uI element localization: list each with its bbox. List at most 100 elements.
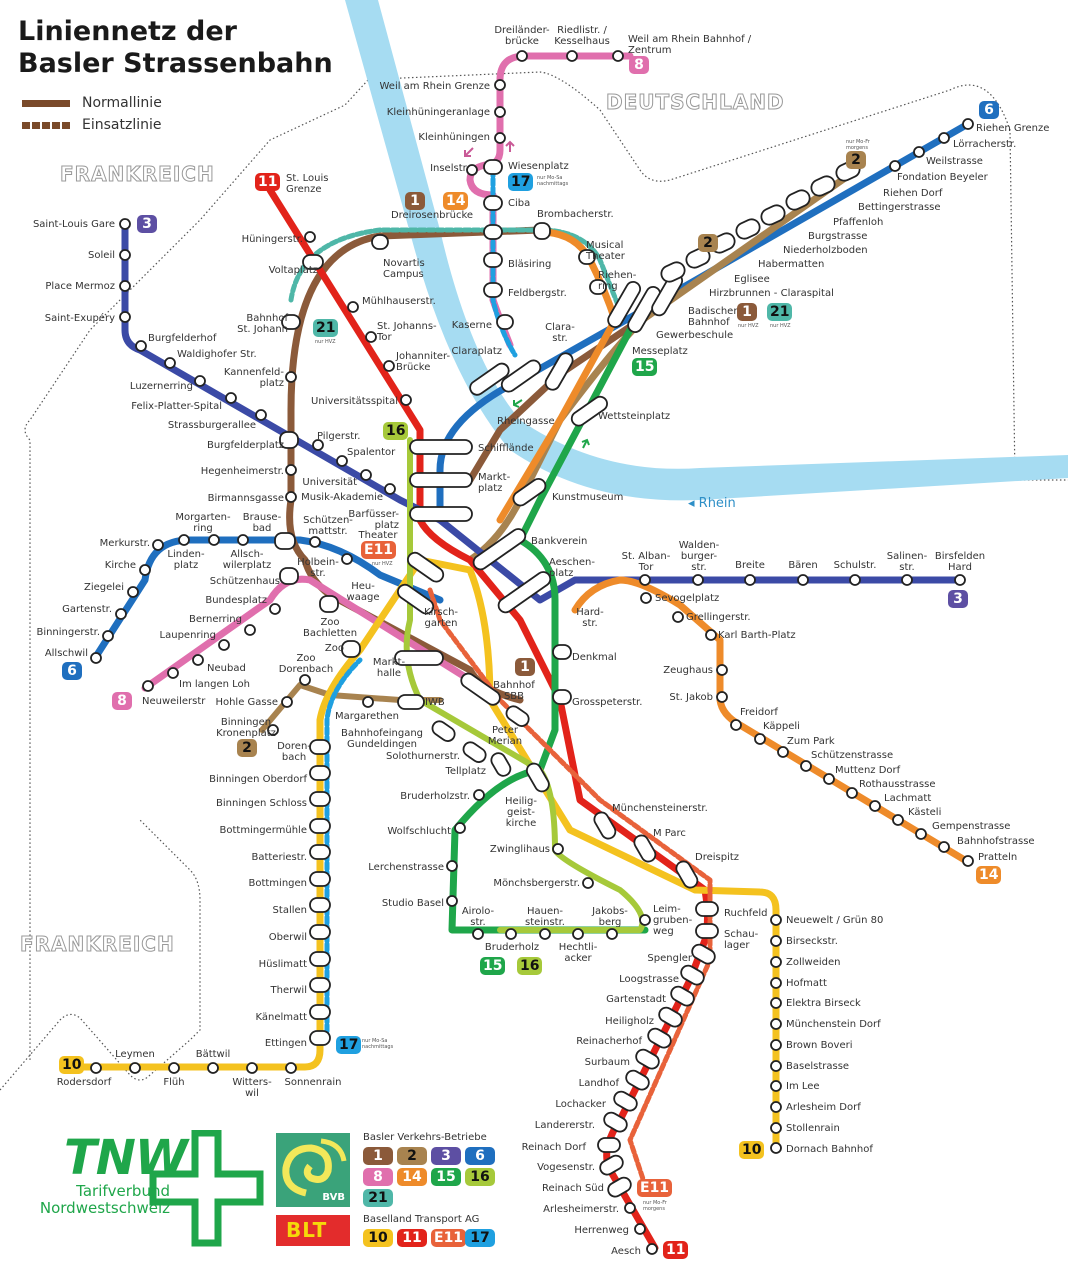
station-label: Ettingen: [264, 1038, 307, 1049]
station-label: Kleinhüningen: [418, 132, 490, 143]
station-label: St. Jakob: [669, 692, 713, 703]
station-label: Salinen- str.: [886, 551, 928, 573]
station-label: Hirzbrunnen - Claraspital: [709, 288, 834, 299]
station-label: Hechtli- acker: [558, 942, 598, 964]
station-label: Binningen Oberdorf: [209, 774, 307, 785]
station-label: Schützenhaus: [209, 576, 280, 587]
line-badge-17: 17: [336, 1036, 362, 1054]
blt-name: Baselland Transport AG: [363, 1214, 480, 1225]
station-label: Bättwil: [195, 1049, 231, 1060]
station-label: Brause- bad: [242, 512, 282, 534]
station-label: Reinacherhof: [576, 1036, 642, 1047]
station-label: Kirche: [104, 560, 136, 571]
legend-einsatz: Einsatzlinie: [22, 114, 162, 136]
station-label: Badischer Bahnhof: [688, 306, 738, 328]
station-label: Bernerring: [189, 614, 242, 625]
station-label: Lachmatt: [884, 793, 932, 804]
line-badge-2: 2: [846, 151, 866, 169]
station-label: Hohle Gasse: [215, 697, 278, 708]
station-label: Ciba: [508, 198, 531, 209]
operator-line-badge-8: 8: [363, 1168, 393, 1186]
station-label: Bahnhofstrasse: [957, 836, 1035, 847]
station-label: Hegenheimerstr.: [200, 466, 284, 477]
station-label: Weil am Rhein Grenze: [379, 81, 490, 92]
station-label: Gempenstrasse: [932, 821, 1011, 832]
station-label: Loogstrasse: [619, 974, 679, 985]
station-label: Muttenz Dorf: [835, 765, 901, 776]
title-line-2: Basler Strassenbahn: [18, 48, 333, 79]
station-label: Heiligholz: [605, 1016, 654, 1027]
station-label: Sonnenrain: [284, 1077, 342, 1088]
station-label: Grellingerstr.: [686, 612, 751, 623]
station-label: Riehen Dorf: [883, 188, 943, 199]
station-label: Riehen- ring: [598, 270, 637, 292]
station-label: Allschwil: [44, 648, 88, 659]
station-label: Aesch: [611, 1246, 641, 1257]
operator-line-badge-15: 15: [431, 1168, 461, 1186]
operator-line-badge-17: 17: [465, 1229, 495, 1247]
service-note: nur HVZ: [372, 561, 393, 567]
station-label: Stallen: [272, 905, 307, 916]
station-label: Kirsch- garten: [423, 607, 459, 629]
operator-line-badge-3: 3: [431, 1147, 461, 1165]
station-label: Zwinglihaus: [489, 844, 550, 855]
station-label: Zum Park: [787, 736, 835, 747]
title-line-1: Liniennetz der: [18, 16, 237, 47]
station-label: Novartis Campus: [383, 258, 425, 280]
station-label: Morgarten- ring: [175, 512, 231, 534]
station-label: Kannenfeld- platz: [223, 367, 284, 389]
station-label: Reinach Dorf: [521, 1142, 586, 1153]
service-note: nur HVZ: [738, 323, 759, 329]
operator-line-badge-16: 16: [465, 1168, 495, 1186]
station-label: Leymen: [115, 1049, 155, 1060]
station-label: Münchensteinerstr.: [612, 803, 708, 814]
station-label: Kunstmuseum: [552, 492, 624, 503]
station-label: Laupenring: [159, 630, 216, 641]
station-label: Gartenstadt: [606, 994, 666, 1005]
station-label: Musik-Akademie: [301, 492, 383, 503]
line-badge-E11: E11: [361, 541, 397, 559]
station-label: Witters- wil: [232, 1077, 272, 1099]
station-label: Burgfelderplatz: [207, 440, 284, 451]
line-badge-15: 15: [632, 358, 658, 376]
station-label: Clara- str.: [545, 322, 575, 344]
station-label: Bottmingen: [248, 878, 307, 889]
station-label: Claraplatz: [451, 346, 502, 357]
legend: Normallinie Einsatzlinie: [22, 92, 162, 136]
station-label: Rodersdorf: [56, 1077, 112, 1088]
solid-line-icon: [22, 99, 70, 107]
station-label: Strassburgerallee: [167, 420, 256, 431]
station-label: Wiesenplatz: [508, 161, 569, 172]
line-badge-16: 16: [517, 957, 543, 975]
map-title: Liniennetz der Basler Strassenbahn: [18, 16, 333, 80]
station-label: Markt- halle: [372, 657, 406, 679]
bvb-name: Basler Verkehrs-Betriebe: [363, 1132, 487, 1143]
country-label: DEUTSCHLAND: [606, 90, 785, 115]
station-label: Burgstrasse: [808, 231, 868, 242]
legend-normal: Normallinie: [22, 92, 162, 114]
station-label: Dreiländer- brücke: [494, 25, 550, 47]
operator-line-badge-11: 11: [397, 1229, 427, 1247]
station-label: Barfüsser- platz: [348, 509, 399, 531]
station-label: Batteriestr.: [251, 852, 307, 863]
station-label: Binningerstr.: [36, 627, 100, 638]
station-label: Dreirosenbrücke: [390, 210, 474, 221]
station-label: Im Lee: [786, 1081, 820, 1092]
station-label: Weil am Rhein Bahnhof / Zentrum: [628, 34, 752, 56]
station-label: Wolfschlucht: [387, 826, 451, 837]
station-label: Zoo Bachletten: [302, 617, 358, 639]
station-label: Musical Theater: [586, 240, 625, 262]
station-label: Ruchfeld: [724, 908, 768, 919]
tnw-sub-2: Nordwestschweiz: [39, 1199, 170, 1217]
station-markers: [90, 50, 974, 1255]
station-label: Landhof: [578, 1078, 619, 1089]
line-badge-10: 10: [59, 1056, 85, 1074]
operator-line-badge-1: 1: [363, 1147, 393, 1165]
station-label: Zoo: [324, 643, 344, 654]
station-label: Aeschen- platz: [549, 557, 595, 579]
station-label: Holbein- str.: [297, 557, 339, 579]
station-label: Reinach Süd: [542, 1183, 604, 1194]
station-label: Neuweilerstr: [142, 696, 206, 707]
station-label: Margarethen: [335, 711, 399, 722]
station-label: Rheingasse: [497, 416, 555, 427]
